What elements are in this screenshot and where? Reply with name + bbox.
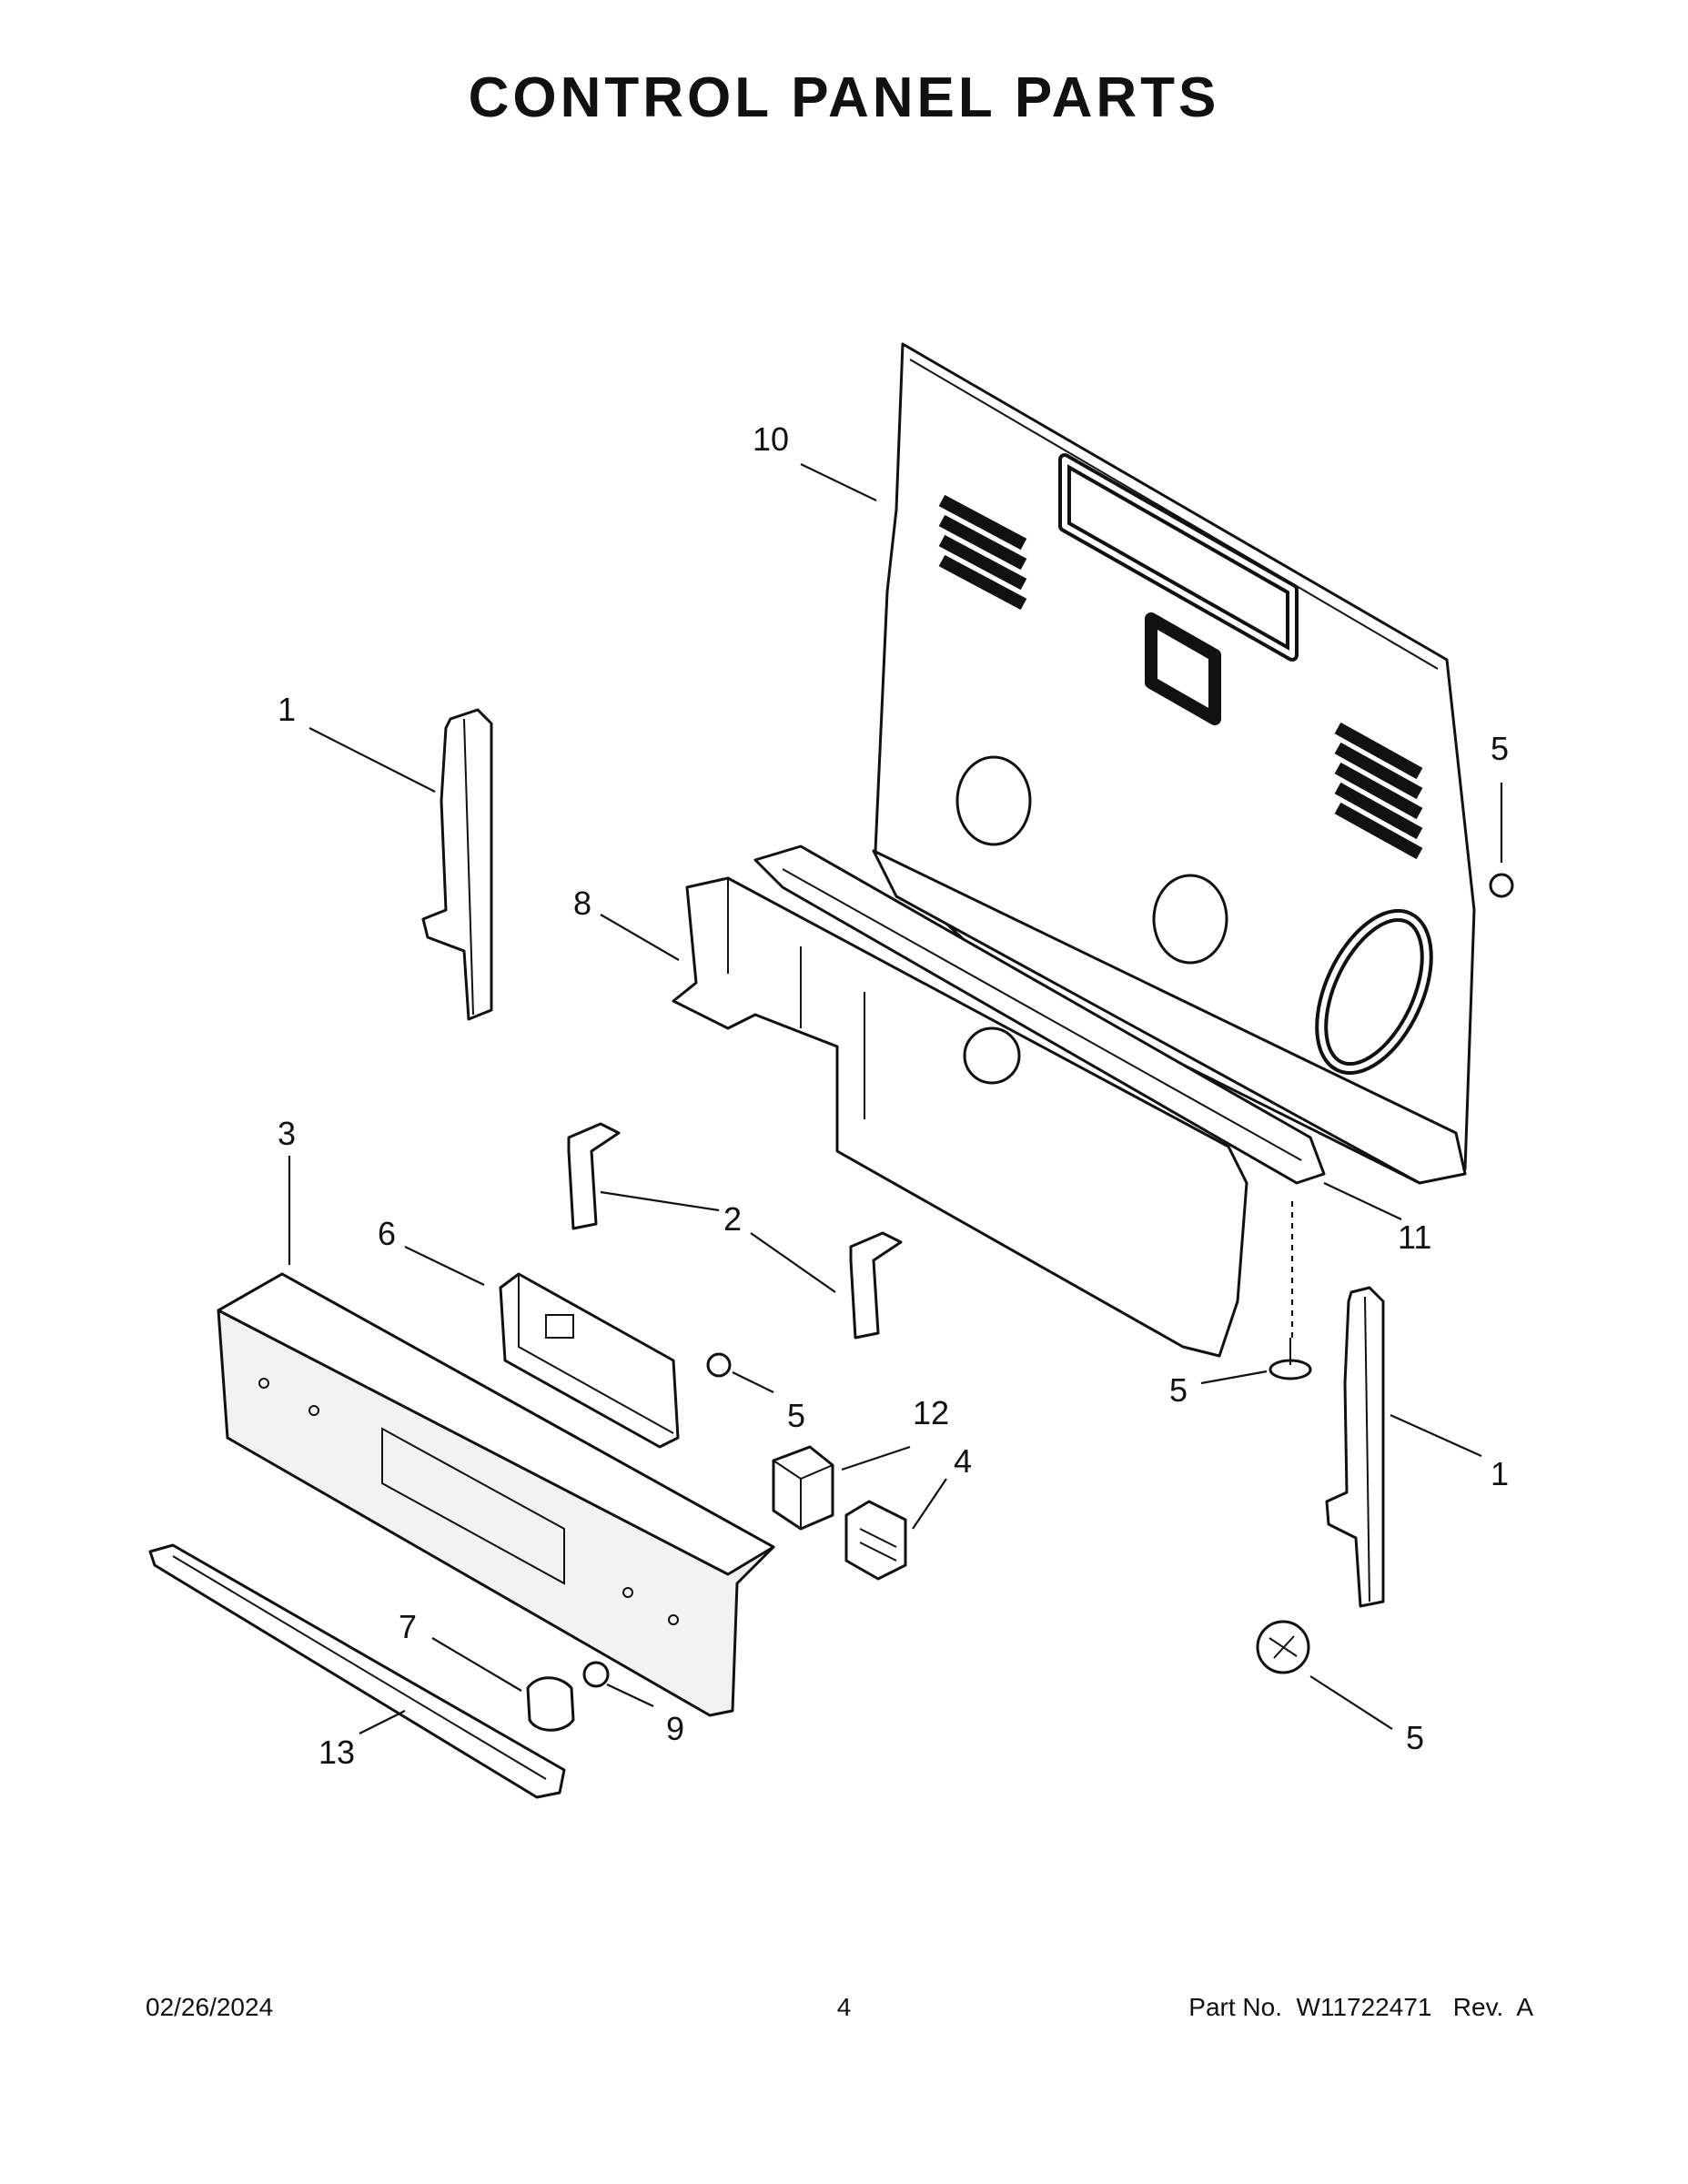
callout-1-right: 1 xyxy=(1491,1455,1509,1492)
callout-3: 3 xyxy=(278,1115,296,1152)
callout-13: 13 xyxy=(318,1734,355,1771)
part-5-screw-center xyxy=(1269,1338,1312,1380)
callout-8: 8 xyxy=(573,885,591,922)
part-6-control-board xyxy=(499,1272,680,1449)
footer-date: 02/26/2024 xyxy=(146,1993,274,2021)
footer-part-number: Part No. W11722471 Rev. A xyxy=(1188,1993,1533,2021)
callout-5-upper-right: 5 xyxy=(1491,730,1509,767)
callout-10: 10 xyxy=(753,420,789,458)
part-1-side-bracket-right xyxy=(1325,1286,1385,1608)
part-3-console xyxy=(217,1272,775,1717)
callout-2: 2 xyxy=(723,1200,742,1238)
part-2-bracket-left xyxy=(567,1122,621,1230)
part-8-mounting-bracket xyxy=(672,876,1248,1358)
part-4-infinite-switch xyxy=(844,1500,907,1581)
part-13-trim xyxy=(148,1543,566,1799)
callout-5-lower-right: 5 xyxy=(1406,1719,1424,1756)
part-1-side-bracket-left xyxy=(421,708,493,1021)
part-2-bracket-right xyxy=(849,1231,903,1340)
part-5-screw-board xyxy=(706,1352,732,1378)
callout-11: 11 xyxy=(1398,1218,1431,1256)
part-9-knob-adapter xyxy=(582,1661,610,1688)
callout-9: 9 xyxy=(666,1710,684,1747)
callout-4: 4 xyxy=(954,1442,972,1480)
vent-slots-left xyxy=(938,494,1027,611)
part-5-screw-upper-right xyxy=(1489,873,1514,898)
part-12-switch xyxy=(772,1445,834,1531)
leader-lines xyxy=(288,463,1503,1734)
page-title: CONTROL PANEL PARTS xyxy=(468,66,1220,129)
callout-1-left: 1 xyxy=(278,691,296,728)
callout-7: 7 xyxy=(399,1608,417,1645)
callout-6: 6 xyxy=(378,1215,396,1252)
callout-5-center: 5 xyxy=(1169,1371,1188,1409)
part-5-screw-lower-right xyxy=(1256,1620,1310,1674)
part-11-trim-strip xyxy=(753,844,1326,1185)
part-7-knob xyxy=(526,1676,575,1732)
callout-5-board: 5 xyxy=(787,1397,805,1434)
callout-labels: 1 1 2 3 4 5 5 5 5 6 7 8 9 10 11 12 13 xyxy=(278,420,1509,1771)
callout-12: 12 xyxy=(913,1394,949,1431)
footer-page-number: 4 xyxy=(836,1993,852,2021)
vent-slots-right xyxy=(1334,722,1423,860)
